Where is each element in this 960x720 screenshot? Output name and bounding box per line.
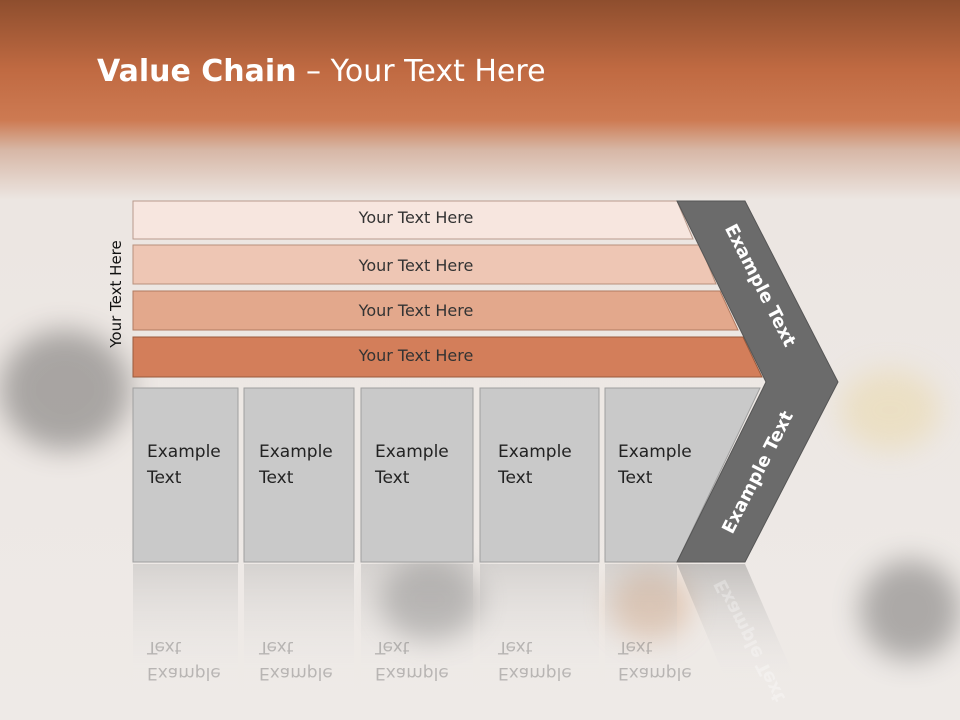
reflect-line-1: Example — [147, 663, 221, 683]
support-bar-4 — [132, 336, 763, 378]
box-line-2: Text — [375, 468, 410, 488]
primary-box-4-reflection-text: Example Text — [498, 634, 572, 686]
reflect-line-2: Text — [259, 637, 294, 657]
primary-box-5-reflection — [605, 564, 677, 694]
reflect-line-2: Text — [375, 637, 410, 657]
primary-box-1-reflection — [133, 564, 238, 694]
primary-box-2-reflection-text: Example Text — [259, 634, 333, 686]
box-line-1: Example — [259, 442, 333, 462]
primary-box-3-label: Example Text — [375, 439, 449, 491]
margin-chevron — [676, 200, 839, 563]
box-line-2: Text — [618, 468, 653, 488]
background-photo-blur — [0, 330, 130, 450]
primary-box-3 — [360, 387, 474, 563]
title-rest: – Your Text Here — [296, 54, 546, 89]
primary-box-4-reflection — [480, 564, 599, 694]
box-line-1: Example — [375, 442, 449, 462]
primary-box-3-reflection — [361, 564, 473, 694]
reflect-line-1: Example — [375, 663, 449, 683]
background-photo-blur — [860, 560, 960, 660]
primary-box-2 — [243, 387, 355, 563]
chevron-reflection — [677, 564, 800, 690]
support-bar-3 — [132, 290, 739, 331]
support-bar-1 — [132, 200, 694, 240]
box-line-1: Example — [498, 442, 572, 462]
box-line-2: Text — [498, 468, 533, 488]
support-bar-2-label: Your Text Here — [358, 256, 474, 275]
box-line-1: Example — [618, 442, 692, 462]
primary-box-2-reflection — [244, 564, 354, 694]
box-line-2: Text — [147, 468, 182, 488]
reflect-line-2: Text — [618, 637, 653, 657]
title-bold: Value Chain — [97, 54, 297, 89]
primary-box-4 — [479, 387, 600, 563]
primary-box-3-reflection-text: Example Text — [375, 634, 449, 686]
reflect-line-2: Text — [498, 637, 533, 657]
support-bar-3-label: Your Text Here — [358, 301, 474, 320]
primary-box-5-label: Example Text — [618, 439, 692, 491]
reflect-line-1: Example — [618, 663, 692, 683]
support-bar-4-label: Your Text Here — [358, 346, 474, 365]
support-bar-1-label: Your Text Here — [358, 208, 474, 227]
primary-box-4-label: Example Text — [498, 439, 572, 491]
primary-box-1-label: Example Text — [147, 439, 221, 491]
primary-box-2-label: Example Text — [259, 439, 333, 491]
primary-box-5-reflection-text: Example Text — [618, 634, 692, 686]
background-photo-blur — [840, 370, 940, 450]
reflect-line-2: Text — [147, 637, 182, 657]
reflect-line-1: Example — [259, 663, 333, 683]
support-bar-2 — [132, 244, 717, 285]
reflection-group — [133, 564, 800, 694]
box-line-2: Text — [259, 468, 294, 488]
primary-box-1-reflection-text: Example Text — [147, 634, 221, 686]
primary-box-1 — [132, 387, 239, 563]
reflect-line-1: Example — [498, 663, 572, 683]
slide-title: Value Chain – Your Text Here — [97, 54, 546, 89]
box-line-1: Example — [147, 442, 221, 462]
